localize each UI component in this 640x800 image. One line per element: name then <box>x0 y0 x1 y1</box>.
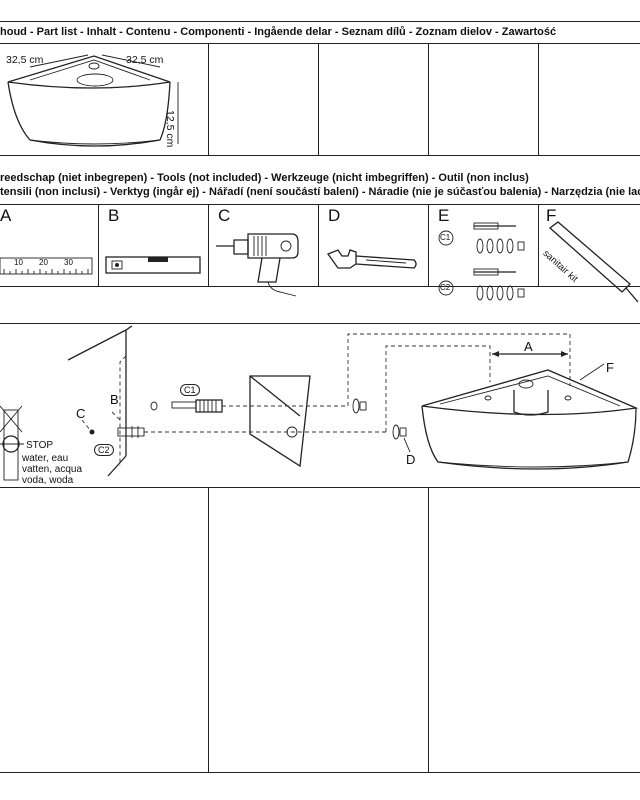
partlist-header: houd - Part list - Inhalt - Contenu - Co… <box>0 26 557 38</box>
label-f: F <box>606 360 614 375</box>
partlist-col-divider <box>208 43 209 155</box>
basin-drawing <box>7 54 179 147</box>
water-line-2: vatten, acqua <box>22 464 83 475</box>
tool-letter-e: E <box>438 206 450 225</box>
dim-width-right: 32,5 cm <box>126 54 164 66</box>
tools-col-divider <box>538 204 539 286</box>
divider-install-top <box>0 323 640 324</box>
tools-col-divider <box>208 204 209 286</box>
label-c: C <box>76 406 86 421</box>
partlist-col-divider <box>428 43 429 155</box>
tool-letter-d: D <box>328 206 341 225</box>
divider-partlist-bottom <box>0 155 640 156</box>
divider-tools-header <box>0 204 640 205</box>
spirit-level-icon <box>105 256 201 274</box>
tool-letter-f: F <box>546 206 557 225</box>
tool-letter-a: A <box>0 206 12 225</box>
ruler-tick-label: 10 <box>14 258 23 267</box>
sealant-tube-icon <box>548 221 639 303</box>
divider-partlist-header <box>0 43 640 44</box>
drill-icon <box>216 233 299 297</box>
fixing-label-c1: C1 <box>440 233 451 242</box>
empty-col-divider <box>428 487 429 772</box>
tools-col-divider <box>98 204 99 286</box>
divider-install-bottom <box>0 487 640 488</box>
empty-col-divider <box>208 487 209 772</box>
label-b: B <box>110 392 119 407</box>
tools-col-divider <box>428 204 429 286</box>
wrench-icon <box>326 249 417 269</box>
label-c2: C2 <box>94 444 114 456</box>
tool-letter-c: C <box>218 206 231 225</box>
divider-top <box>0 21 640 22</box>
water-line-1: water, eau <box>22 453 69 464</box>
ruler-tick-label: 30 <box>64 258 73 267</box>
ruler-icon <box>0 257 93 275</box>
water-line-3: voda, woda <box>22 475 74 486</box>
tools-col-divider <box>318 204 319 286</box>
divider-page-bottom <box>0 772 640 773</box>
installation-diagram <box>0 325 639 481</box>
partlist-col-divider <box>318 43 319 155</box>
ruler-tick-label: 20 <box>39 258 48 267</box>
label-a: A <box>524 339 533 354</box>
tools-header-line1: reedschap (niet inbegrepen) - Tools (not… <box>0 172 529 184</box>
fixing-label-c2: C2 <box>440 283 451 292</box>
dim-width-left: 32,5 cm <box>6 54 44 66</box>
tools-header-line2: tensili (non inclusi) - Verktyg (ingår e… <box>0 186 640 198</box>
label-d: D <box>406 452 416 467</box>
partlist-col-divider <box>538 43 539 155</box>
label-c1: C1 <box>180 384 200 396</box>
stop-label: STOP <box>26 440 54 451</box>
fixings-icon <box>438 222 525 301</box>
divider-tools-bottom <box>0 286 640 287</box>
tool-letter-b: B <box>108 206 120 225</box>
